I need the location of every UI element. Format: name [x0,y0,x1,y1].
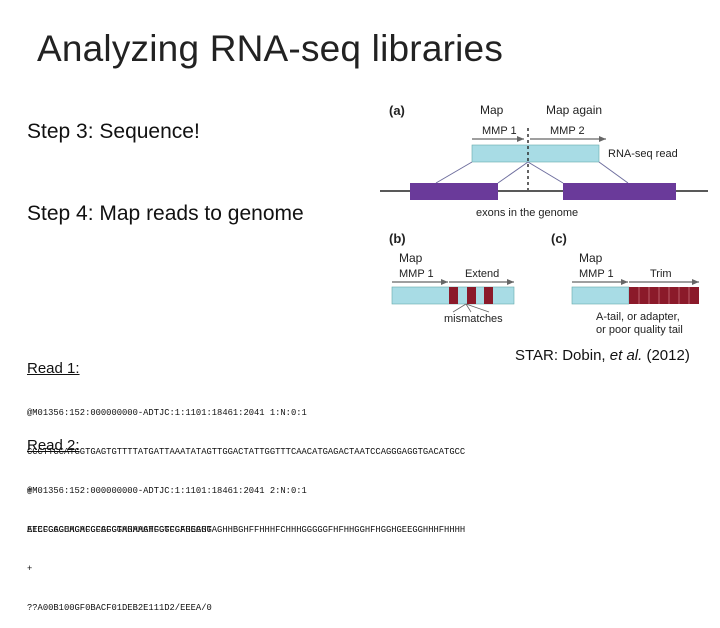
step-3-text: Step 3: Sequence! [27,120,200,143]
mismatches-label: mismatches [444,313,503,325]
trimmed-tail [629,287,699,304]
connector-line [527,161,564,184]
connector-line [598,161,629,184]
fastq-line: CCCTTGCATGGTGAGTGTTTTATGATTAAATATAGTTGGA… [27,447,466,457]
mismatch-pointer [452,303,467,313]
read-2-block: @M01356:152:000000000-ADTJC:1:1101:18461… [27,459,307,628]
citation-text: STAR: Dobin, [515,347,610,364]
panel-a-mmp1-label: MMP 1 [482,125,517,137]
fastq-line: ATCCCAGCACACCCAGGTAGAAATGGTCGAGGAGT [27,525,212,535]
read-1-label: Read 1: [27,360,80,377]
mismatch-pointer [465,303,490,313]
panel-a-map-again-label: Map again [546,103,602,117]
rna-seq-read-label: RNA-seq read [608,148,678,160]
trimmed-tail-dividers [638,287,690,304]
panel-a-label: (a) [389,103,405,118]
panel-b-extend-label: Extend [465,268,499,280]
panel-a-map-label: Map [480,103,504,117]
tail-note-line1: A-tail, or adapter, [596,311,680,323]
panel-b-map-label: Map [399,251,423,265]
read-2-label: Read 2: [27,437,80,454]
connector-line [435,161,473,184]
panel-c-map-label: Map [579,251,603,265]
mismatch-pointer [465,303,472,313]
panel-b-label: (b) [389,231,406,246]
fastq-line: EEEFGGGHHGHFGFGFGGHHHHGHFGGFGFHEGHGAGHHB… [27,525,466,535]
tail-note-line2: or poor quality tail [596,324,683,336]
panel-c-label: (c) [551,231,567,246]
connector-line [497,161,529,184]
panel-c-trim-label: Trim [650,268,672,280]
citation-year: (2012) [642,347,690,364]
exons-label: exons in the genome [476,207,578,219]
mismatch-block [449,287,458,304]
mismatch-block [484,287,493,304]
exon-2 [563,183,676,200]
citation-et-al: et al. [609,347,643,364]
read-1-block: @M01356:152:000000000-ADTJC:1:1101:18461… [27,381,465,550]
panel-b-mmp1-label: MMP 1 [399,268,434,280]
step-4-text: Step 4: Map reads to genome [27,202,304,225]
panel-c-read-bar [571,286,630,305]
exon-1 [410,183,498,200]
star-alignment-figure: (a) Map Map again MMP 1 MMP 2 RNA-seq re… [380,103,708,336]
mismatch-block [467,287,476,304]
panel-a-mmp2-label: MMP 2 [550,125,585,137]
fastq-line: @M01356:152:000000000-ADTJC:1:1101:18461… [27,486,307,496]
fastq-line: + [27,564,33,574]
slide-title: Analyzing RNA-seq libraries [37,28,504,69]
panel-c-mmp1-label: MMP 1 [579,268,614,280]
fastq-line: + [27,486,33,496]
rna-seq-read-bar [471,144,600,163]
fastq-line: @M01356:152:000000000-ADTJC:1:1101:18461… [27,408,307,418]
fastq-line: ??A00B100GF0BACF01DEB2E111D2/EEEA/0 [27,603,212,613]
citation: STAR: Dobin, et al. (2012) [515,347,690,364]
